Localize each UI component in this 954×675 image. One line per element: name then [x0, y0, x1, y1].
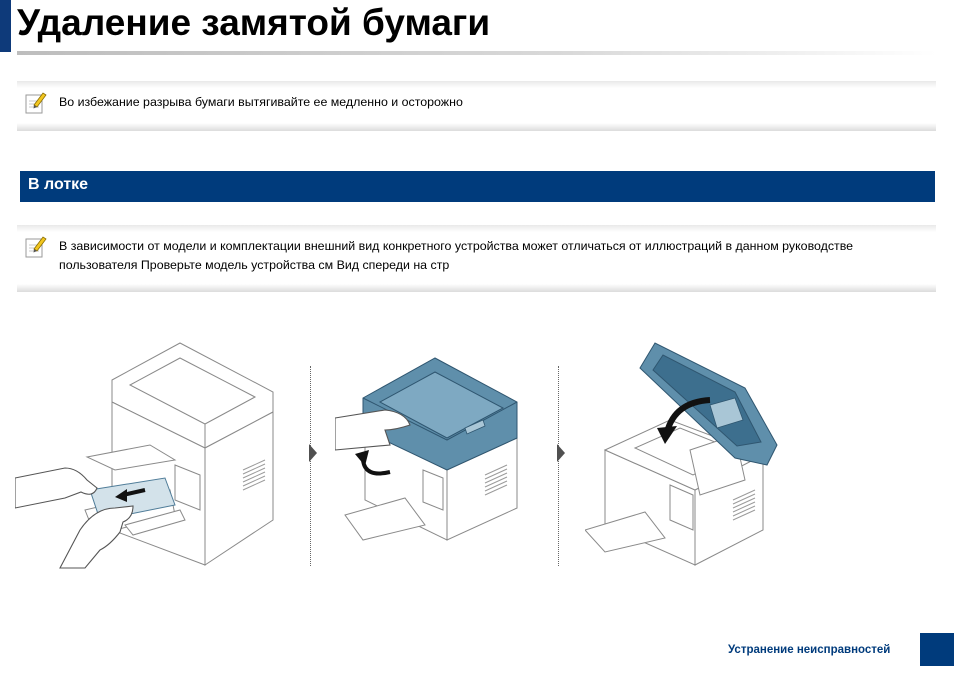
note-box: Во избежание разрыва бумаги вытягивайте …: [17, 81, 936, 131]
note-text-line-2: пользователя Проверьте модель устройства…: [59, 258, 450, 272]
section-title: В лотке: [28, 176, 89, 193]
page-number-tab: [920, 633, 954, 666]
page-title: Удаление замятой бумаги: [17, 2, 491, 43]
pull-paper-from-tray-illustration: [15, 342, 274, 569]
note-text: Во избежание разрыва бумаги вытягивайте …: [59, 95, 463, 109]
step-divider: [310, 366, 311, 566]
step-arrow-icon: [557, 444, 565, 462]
step-divider: [558, 366, 559, 566]
footer-section-name: Устранение неисправностей: [728, 644, 891, 656]
note-pencil-icon: [25, 92, 47, 114]
title-accent-bar: [0, 0, 11, 52]
note-pencil-icon: [25, 236, 47, 258]
lift-scanner-unit-illustration: [585, 342, 778, 566]
title-underline: [17, 51, 937, 55]
section-header: В лотке: [20, 171, 935, 202]
note-box: В зависимости от модели и комплектации в…: [17, 225, 936, 292]
open-scanner-lid-illustration: [335, 357, 518, 541]
step-arrow-icon: [309, 444, 317, 462]
note-text-line-1: В зависимости от модели и комплектации в…: [59, 239, 854, 253]
